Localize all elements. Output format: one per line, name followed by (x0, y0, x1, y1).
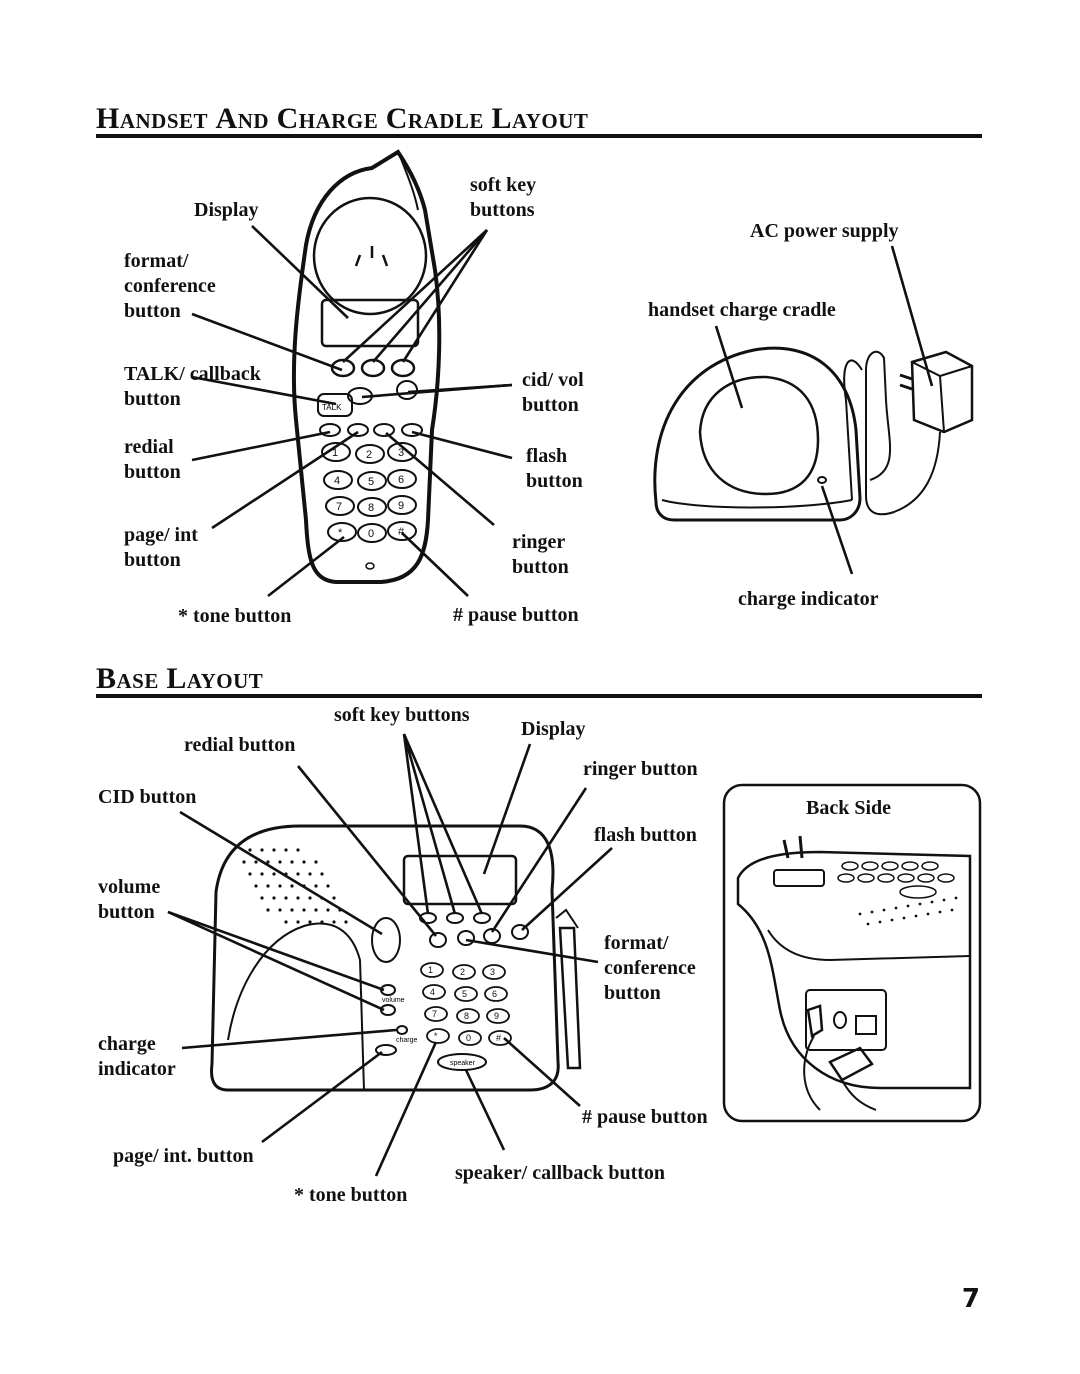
base-format-conference-label: format/ conference button (604, 932, 696, 1004)
back-side-label: Back Side (806, 797, 892, 819)
handset-key-9: 9 (398, 500, 404, 512)
charge-cradle-label: handset charge cradle (648, 299, 836, 321)
base-keypad (420, 962, 512, 1046)
base-key-7: 7 (432, 1009, 437, 1019)
base-volume-text: volume (382, 997, 405, 1004)
base-page-int-label: page/ int. button (113, 1145, 254, 1167)
handset-softkey-1 (330, 358, 356, 378)
handset-cid-vol-label: cid/ vol button (522, 369, 584, 416)
base-key-9: 9 (494, 1011, 499, 1021)
base-soft-key-label: soft key buttons (334, 704, 470, 726)
base-charge-indicator-label: charge indicator (98, 1033, 176, 1080)
base-pause-label: # pause button (582, 1106, 708, 1128)
base-key-hash: # (496, 1033, 501, 1043)
base-key-4: 4 (430, 987, 435, 997)
page-number: 7 (961, 1284, 980, 1314)
base-key-8: 8 (464, 1011, 469, 1021)
handset-talk-text: TALK (322, 403, 342, 412)
base-key-0: 0 (466, 1033, 471, 1043)
base-key-6: 6 (492, 989, 497, 999)
charge-cradle (653, 346, 862, 522)
handset-key-4: 4 (334, 475, 340, 487)
handset-layout-heading: HANDSET AND CHARGE CRADLE LAYOUT (96, 102, 589, 135)
heading-rule (96, 134, 982, 138)
base-speaker-text: speaker (450, 1060, 476, 1067)
speaker-grille (242, 848, 348, 924)
handset-key-3: 3 (398, 447, 404, 459)
handset-talk-callback-label: TALK/ callback button (124, 363, 261, 410)
handset-key-6: 6 (398, 474, 404, 486)
handset-page-int-label: page/ int button (124, 524, 198, 571)
handset-softkey-2 (360, 358, 386, 378)
handset-soft-key-label: soft key buttons (470, 174, 537, 221)
handset-ringer-label: ringer button (512, 531, 569, 578)
base-tone-label: * tone button (294, 1184, 408, 1206)
handset-pause-label: # pause button (453, 604, 579, 626)
handset-key-hash: # (398, 526, 405, 538)
handset-key-8: 8 (368, 502, 374, 514)
handset-softkey-3 (390, 358, 416, 378)
handset-format-conference-label: format/ conference button (124, 250, 216, 322)
base-key-3: 3 (490, 967, 495, 977)
base-ringer-label: ringer button (583, 758, 698, 780)
heading-rule (96, 694, 982, 698)
ac-power-supply (843, 350, 974, 516)
handset-key-star: * (338, 527, 343, 539)
base-volume-label: volume button (98, 876, 161, 923)
base-speaker-callback-label: speaker/ callback button (455, 1162, 666, 1184)
handset-key-5: 5 (368, 476, 374, 488)
handset-keypad (321, 442, 417, 543)
base-key-5: 5 (462, 989, 467, 999)
handset-key-0: 0 (368, 528, 374, 540)
base-flash-label: flash button (594, 824, 697, 846)
cordless-handset: TALK 1 2 3 4 5 6 7 8 9 * 0 # (291, 149, 442, 584)
base-key-star: * (434, 1031, 438, 1041)
handset-flash-label: flash button (526, 445, 583, 492)
base-charge-text: charge (396, 1037, 418, 1044)
handset-key-1: 1 (332, 447, 338, 459)
base-display-label: Display (521, 718, 586, 740)
base-redial-label: redial button (184, 734, 296, 756)
ac-power-supply-label: AC power supply (750, 220, 899, 242)
base-key-2: 2 (460, 967, 465, 977)
handset-redial-label: redial button (124, 436, 181, 483)
cradle-charge-indicator-label: charge indicator (738, 588, 879, 610)
handset-display-label: Display (194, 199, 259, 221)
handset-key-2: 2 (366, 449, 372, 461)
back-side-inset (722, 783, 982, 1123)
base-key-1: 1 (428, 965, 433, 975)
handset-key-7: 7 (336, 501, 342, 513)
base-cid-label: CID button (98, 786, 197, 808)
base-layout-heading: BASE LAYOUT (96, 662, 264, 695)
base-unit: volume charge speaker 1 2 3 4 5 6 7 8 9 … (210, 824, 582, 1092)
handset-tone-label: * tone button (178, 605, 292, 627)
